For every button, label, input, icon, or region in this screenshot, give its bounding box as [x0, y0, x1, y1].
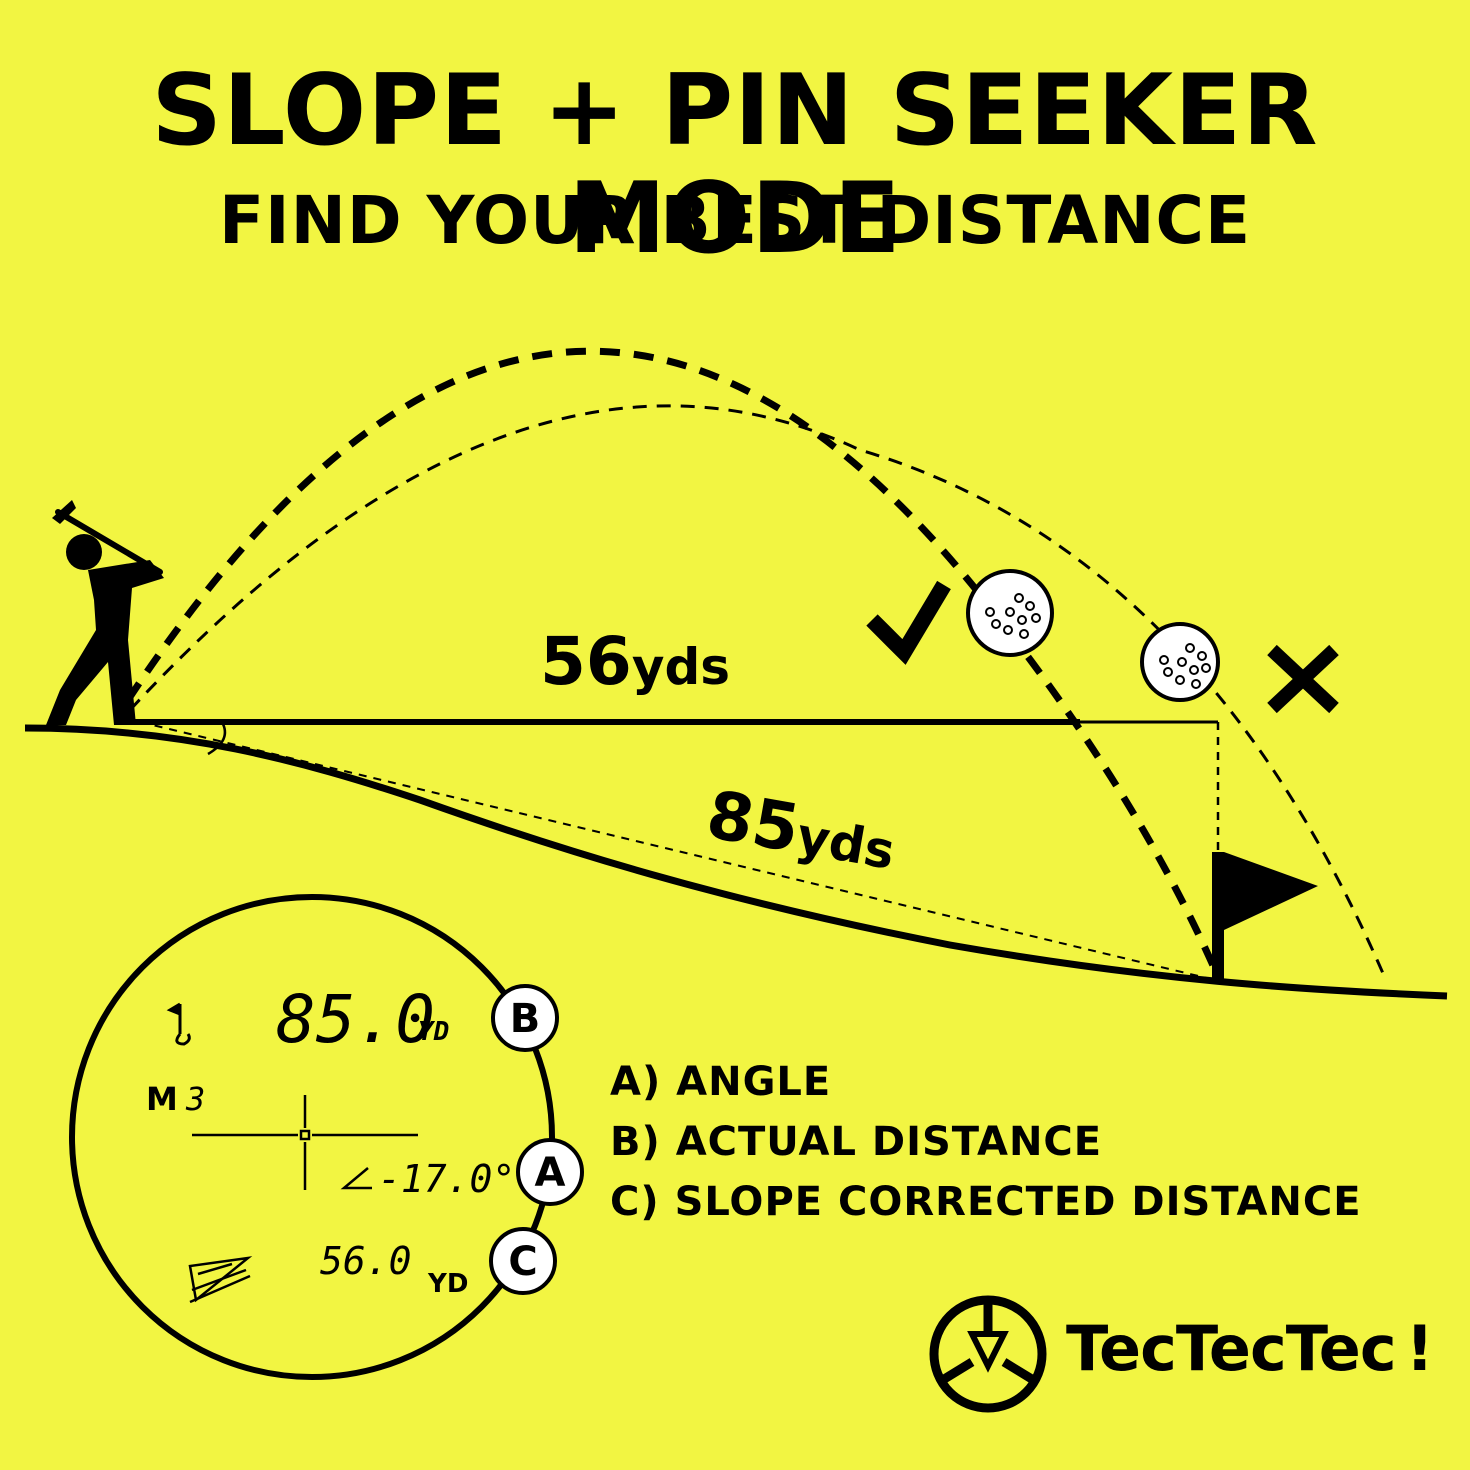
actual-distance-label: 85yds: [701, 776, 901, 885]
brand-exclamation: !: [1405, 1312, 1434, 1385]
actual-distance-unit: yds: [792, 807, 899, 881]
crosshair-icon: [192, 1095, 418, 1190]
svg-text:C: C: [508, 1239, 537, 1285]
pin-icon: [166, 1002, 191, 1046]
line-of-sight: [139, 721, 1216, 981]
callout-c: C: [489, 1227, 557, 1295]
page-subtitle: FIND YOUR BEST DISTANCE: [218, 182, 1252, 259]
distance-reading-unit: YD: [418, 1017, 449, 1047]
golf-ball-correct-icon: [966, 569, 1054, 657]
golf-ball-wrong-icon: [1140, 622, 1220, 702]
check-icon: [866, 580, 951, 665]
brand-text: TecTecTec: [1066, 1312, 1397, 1385]
horizontal-distance-unit: yds: [632, 638, 730, 696]
svg-text:B: B: [510, 996, 541, 1042]
horizontal-distance-value: 56: [540, 623, 632, 700]
brand-name: TecTecTec!: [1066, 1312, 1434, 1385]
rangefinder-display: 85.0 YD M 3 -17.0° 56.0 YD B: [69, 894, 584, 1380]
slope-reading-unit: YD: [427, 1269, 468, 1299]
flag-icon: [1212, 852, 1318, 982]
horizontal-distance-label: 56yds: [540, 623, 730, 700]
lens-circle: [69, 894, 555, 1380]
brand-logo-icon: [929, 1295, 1047, 1413]
page-title: SLOPE + PIN SEEKER MODE: [151, 54, 1319, 276]
mode-letter: M: [146, 1080, 178, 1118]
svg-text:A: A: [535, 1150, 566, 1196]
callout-a: A: [516, 1138, 584, 1206]
legend: A) ANGLE B) ACTUAL DISTANCE C) SLOPE COR…: [610, 1052, 1362, 1232]
legend-item-angle: A) ANGLE: [610, 1059, 832, 1105]
angle-symbol-icon: [340, 1167, 372, 1190]
slope-icon: [188, 1256, 253, 1304]
callout-b: B: [491, 984, 559, 1052]
golfer-icon: [46, 500, 164, 725]
legend-item-slope-corrected: C) SLOPE CORRECTED DISTANCE: [610, 1179, 1362, 1225]
actual-distance-value: 85: [701, 776, 805, 868]
slope-reading: 56.0: [320, 1239, 412, 1283]
correct-trajectory: [125, 347, 1219, 972]
angle-reading: -17.0°: [378, 1157, 515, 1201]
wrong-trajectory: [128, 404, 1387, 979]
mode-number: 3: [185, 1080, 205, 1118]
angle-arc: [207, 721, 227, 756]
legend-item-actual-distance: B) ACTUAL DISTANCE: [610, 1119, 1103, 1165]
cross-icon: [1267, 644, 1339, 714]
distance-reading: 85.0: [276, 981, 435, 1058]
